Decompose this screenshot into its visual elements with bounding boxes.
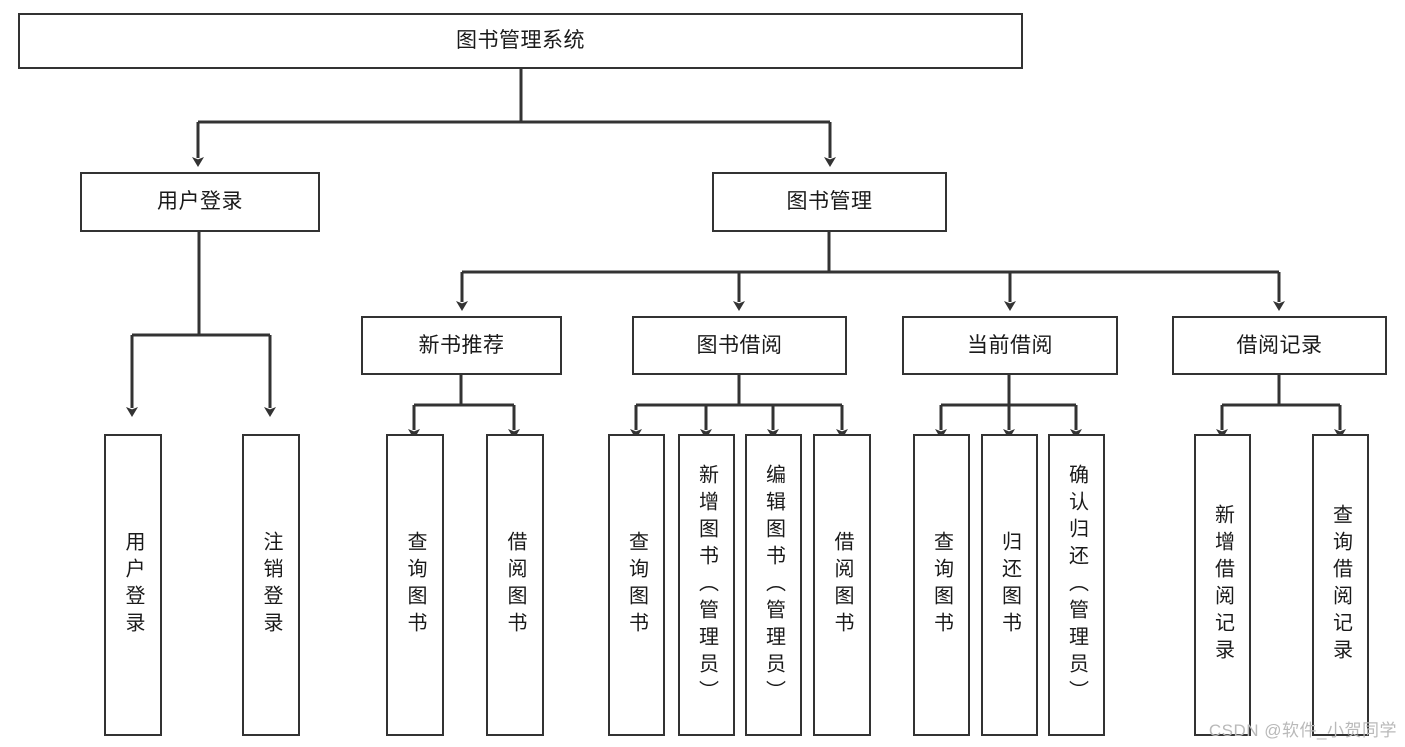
node-user-login-label: 用户登录 [157, 190, 243, 214]
node-new-book-recommend-label: 新书推荐 [418, 333, 505, 357]
leaf-logout[interactable]: 注销登录 [242, 434, 300, 736]
leaf-user-login-label: 用户登录 [122, 531, 144, 639]
csdn-watermark: CSDN @软件_小贺同学 [1208, 721, 1397, 740]
leaf-borrow-book-recommend[interactable]: 借阅图书 [486, 434, 544, 736]
leaf-return-book[interactable]: 归还图书 [981, 434, 1038, 736]
node-new-book-recommend[interactable]: 新书推荐 [361, 316, 562, 375]
leaf-query-book-borrow-label: 查询图书 [625, 531, 648, 639]
leaf-add-book-admin-label: 新增图书（管理员） [695, 463, 718, 707]
leaf-confirm-return-admin[interactable]: 确认归还（管理员） [1048, 434, 1105, 736]
leaf-logout-label: 注销登录 [260, 531, 282, 639]
leaf-query-book-borrow[interactable]: 查询图书 [608, 434, 665, 736]
leaf-edit-book-admin[interactable]: 编辑图书（管理员） [745, 434, 802, 736]
node-current-borrow[interactable]: 当前借阅 [902, 316, 1118, 375]
leaf-query-book-current-label: 查询图书 [930, 531, 953, 639]
node-book-management-label: 图书管理 [786, 190, 873, 214]
leaf-add-borrow-record[interactable]: 新增借阅记录 [1194, 434, 1251, 736]
leaf-add-book-admin[interactable]: 新增图书（管理员） [678, 434, 735, 736]
leaf-query-book-current[interactable]: 查询图书 [913, 434, 970, 736]
leaf-query-book-recommend[interactable]: 查询图书 [386, 434, 444, 736]
node-book-borrow-label: 图书借阅 [696, 333, 783, 357]
leaf-query-borrow-record[interactable]: 查询借阅记录 [1312, 434, 1369, 736]
leaf-query-borrow-record-label: 查询借阅记录 [1329, 504, 1352, 666]
node-root[interactable]: 图书管理系统 [18, 13, 1023, 69]
node-user-login[interactable]: 用户登录 [80, 172, 320, 232]
leaf-edit-book-admin-label: 编辑图书（管理员） [762, 463, 785, 707]
node-book-borrow[interactable]: 图书借阅 [632, 316, 847, 375]
node-root-label: 图书管理系统 [456, 29, 585, 53]
leaf-add-borrow-record-label: 新增借阅记录 [1211, 504, 1234, 666]
leaf-query-book-recommend-label: 查询图书 [404, 531, 426, 639]
node-borrow-record[interactable]: 借阅记录 [1172, 316, 1387, 375]
node-borrow-record-label: 借阅记录 [1236, 333, 1323, 357]
leaf-borrow-book[interactable]: 借阅图书 [813, 434, 871, 736]
leaf-user-login[interactable]: 用户登录 [104, 434, 162, 736]
node-book-management[interactable]: 图书管理 [712, 172, 947, 232]
leaf-borrow-book-label: 借阅图书 [831, 531, 853, 639]
leaf-confirm-return-admin-label: 确认归还（管理员） [1065, 463, 1088, 707]
leaf-borrow-book-recommend-label: 借阅图书 [504, 531, 526, 639]
node-current-borrow-label: 当前借阅 [967, 333, 1053, 357]
leaf-return-book-label: 归还图书 [998, 531, 1021, 639]
